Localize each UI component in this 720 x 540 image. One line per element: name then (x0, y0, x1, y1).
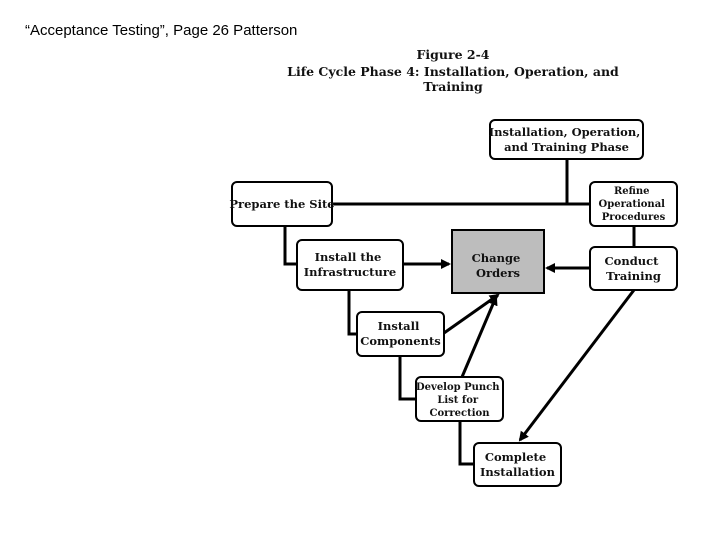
connector-components-to-punch (398, 356, 416, 401)
node-complete-installation-label: Complete Installation (480, 450, 556, 479)
node-install-infrastructure-label: Install the Infrastructure (304, 250, 396, 279)
connector-infra-to-components (347, 290, 357, 336)
node-prepare-site-label: Prepare the Site (229, 197, 334, 211)
connector-punch-to-complete (458, 421, 474, 466)
node-develop-punch-list: Develop Punch List for Correction (415, 376, 504, 422)
node-change-orders-label: Change Orders (472, 251, 525, 280)
node-install-components-label: Install Components (360, 319, 441, 348)
slide-caption: “Acceptance Testing”, Page 26 Patterson (25, 22, 298, 39)
node-refine-label: Refine Operational Procedures (599, 186, 669, 223)
arrow-training-to-complete (518, 289, 636, 442)
node-complete-installation: Complete Installation (473, 442, 562, 487)
node-conduct-training: Conduct Training (589, 246, 678, 291)
figure-title: Life Cycle Phase 4: Installation, Operat… (287, 64, 619, 94)
node-install-components: Install Components (356, 311, 445, 357)
figure-number: Figure 2-4 (416, 47, 490, 62)
connector-prepare-to-infra (283, 226, 297, 266)
node-refine: Refine Operational Procedures (589, 181, 678, 227)
connectors (283, 159, 636, 466)
node-prepare-site: Prepare the Site (229, 181, 335, 227)
node-conduct-training-label: Conduct Training (605, 254, 663, 283)
node-develop-punch-list-label: Develop Punch List for Correction (416, 382, 503, 419)
node-phase-label: Installation, Operation, and Training Ph… (489, 125, 645, 154)
node-install-infrastructure: Install the Infrastructure (296, 239, 404, 291)
node-phase: Installation, Operation, and Training Ph… (489, 119, 645, 160)
arrow-punch-to-change (460, 295, 498, 378)
node-change-orders: Change Orders (451, 229, 545, 294)
